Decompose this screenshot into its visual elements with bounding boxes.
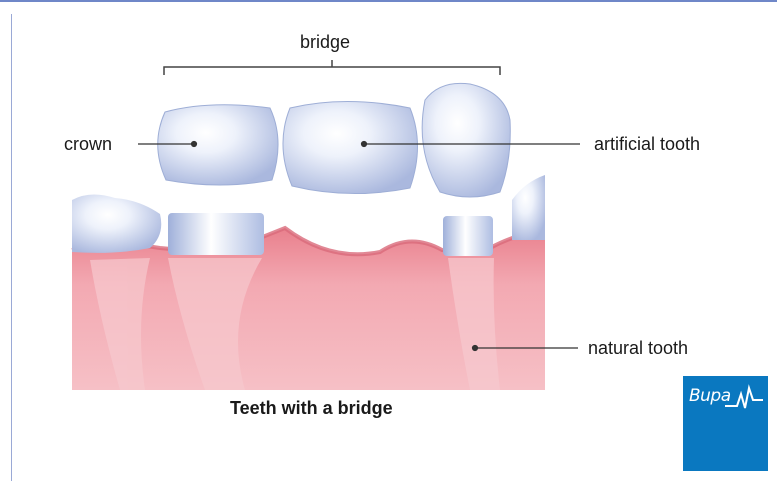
diagram-caption: Teeth with a bridge — [230, 398, 393, 419]
label-natural-tooth: natural tooth — [588, 338, 688, 359]
pulse-icon — [723, 382, 765, 412]
artificial-tooth — [283, 102, 418, 194]
left-natural-tooth — [72, 194, 161, 252]
left-stump — [168, 213, 264, 255]
crown-right — [422, 83, 510, 197]
bupa-logo: Bupa — [683, 376, 768, 471]
label-bridge: bridge — [300, 32, 350, 53]
right-stump — [443, 216, 493, 256]
crown-left — [158, 105, 278, 185]
label-artificial-tooth: artificial tooth — [594, 134, 700, 155]
right-natural-tooth — [512, 175, 545, 240]
label-crown: crown — [64, 134, 112, 155]
bridge-bracket — [164, 60, 500, 75]
